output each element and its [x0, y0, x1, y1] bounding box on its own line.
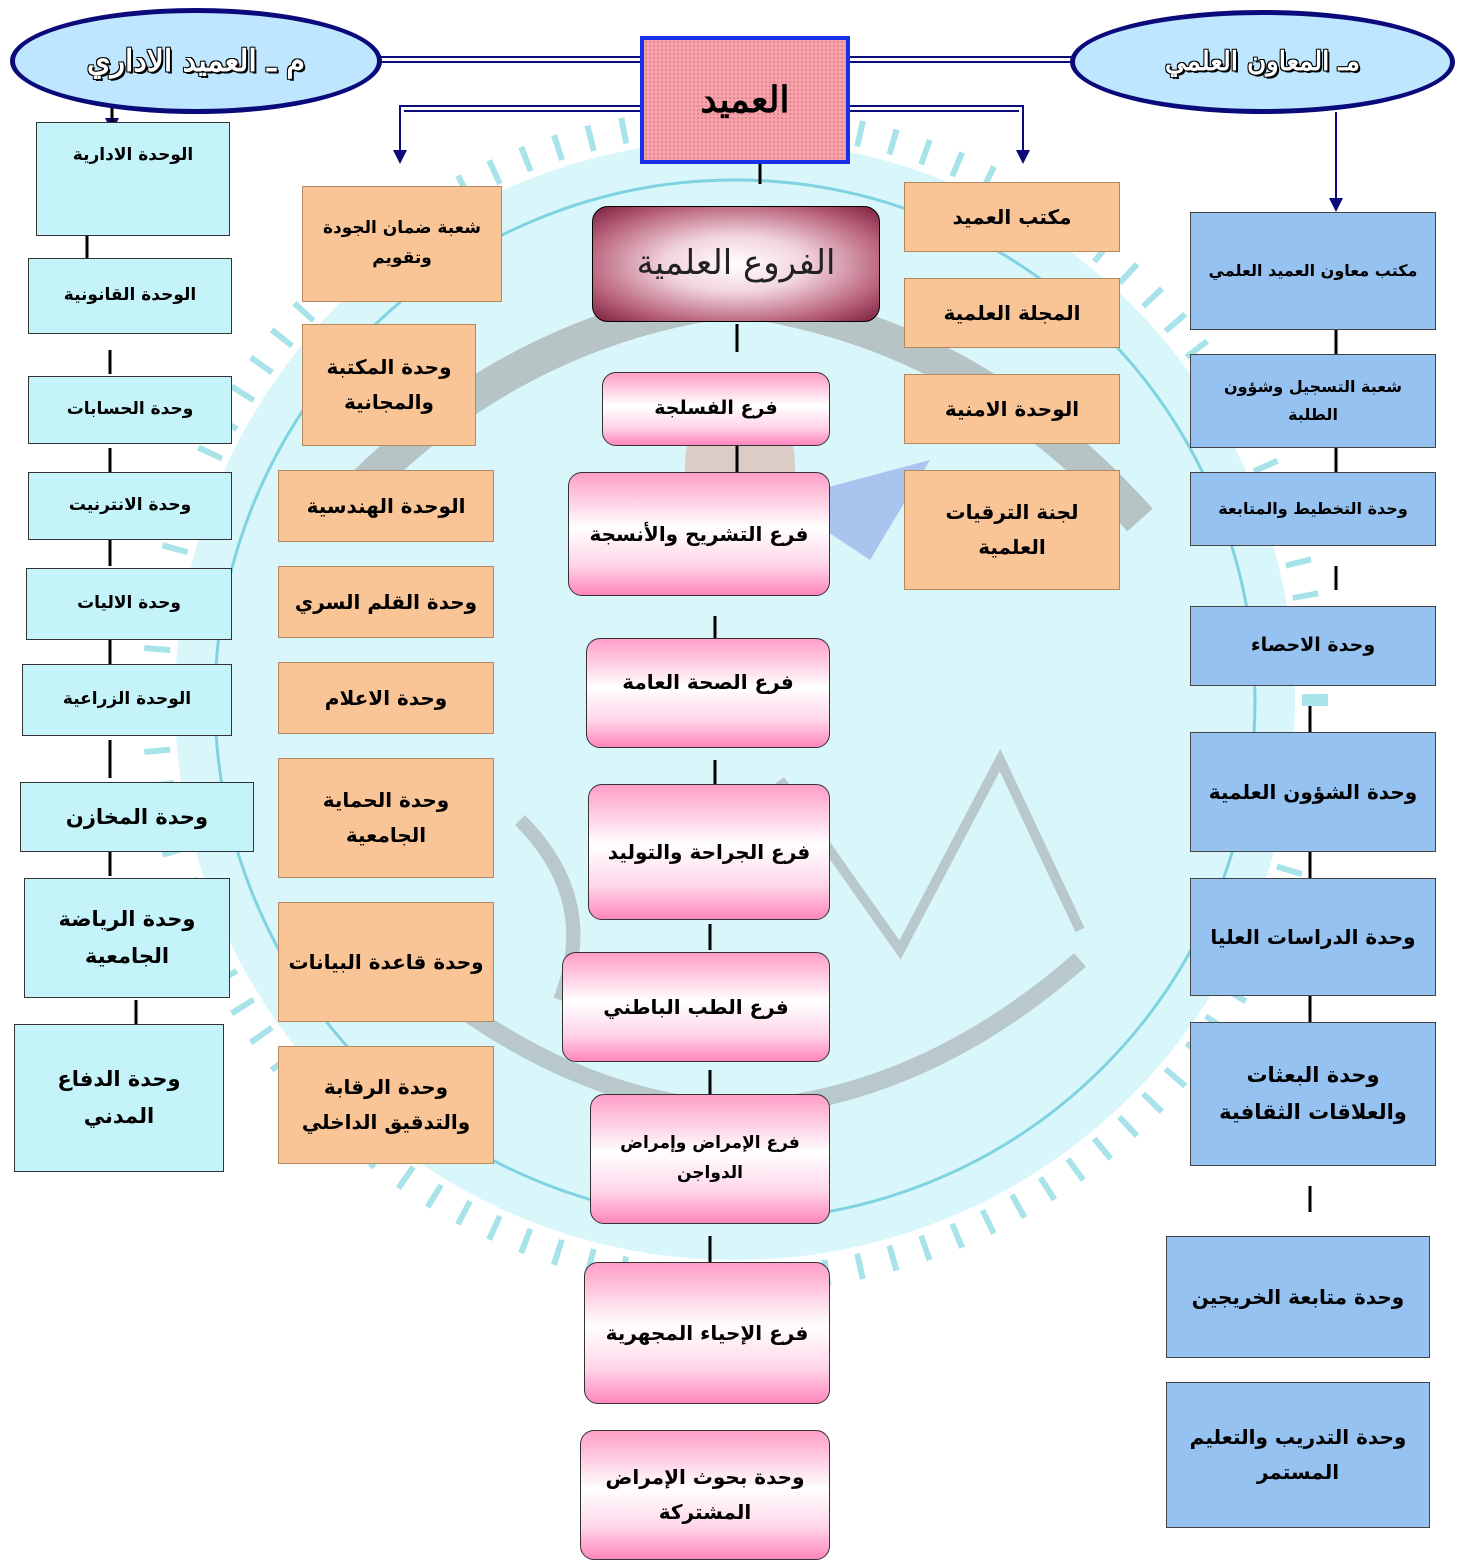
- dean-unit-label: وحدة الرقابة والتدقيق الداخلي: [301, 1075, 471, 1134]
- science-assistant-label: مـ المعاون العلمي: [1165, 47, 1360, 77]
- admin-unit-label: الوحدة القانونية: [63, 285, 197, 306]
- branches-title-box: الفروع العلمية: [592, 206, 880, 322]
- science-unit-box: وحدة التخطيط والمتابعة: [1190, 472, 1436, 546]
- science-unit-box: شعبة التسجيل وشؤون الطلبة: [1190, 354, 1436, 448]
- branch-label: فرع الإمراض وإمراض الدواجن: [620, 1133, 800, 1183]
- dean-label: العميد: [700, 78, 790, 121]
- admin-unit-box: وحدة الرياضة الجامعية: [24, 878, 230, 998]
- science-unit-label: شعبة التسجيل وشؤون الطلبة: [1223, 377, 1403, 424]
- branch-box: فرع الفسلجة: [602, 372, 830, 446]
- science-unit-label: مكتب معاون العميد العلمي: [1208, 261, 1418, 280]
- dean-unit-label: وحدة المكتبة والمجانية: [326, 355, 452, 414]
- branch-label: فرع الصحة العامة: [622, 670, 794, 694]
- dean-unit-label: شعبة ضمان الجودة وتقويم: [323, 218, 481, 268]
- dean-unit-label: وحدة الاعلام: [324, 685, 448, 710]
- dean-unit-box: وحدة قاعدة البيانات: [278, 902, 494, 1022]
- science-unit-label: وحدة التدريب والتعليم المستمر: [1189, 1425, 1407, 1484]
- branch-box: وحدة بحوث الإمراض المشتركة: [580, 1430, 830, 1560]
- admin-unit-box: وحدة الانترنيت: [28, 472, 232, 540]
- dean-unit-box: الوحدة الامنية: [904, 374, 1120, 444]
- dean-unit-label: وحدة الحماية الجامعية: [322, 788, 450, 847]
- admin-unit-box: الوحدة الزراعية: [22, 664, 232, 736]
- science-unit-box: وحدة الاحصاء: [1190, 606, 1436, 686]
- science-unit-label: وحدة الدراسات العليا: [1210, 924, 1416, 949]
- admin-unit-label: وحدة الرياضة الجامعية: [58, 907, 196, 968]
- admin-unit-box: وحدة الحسابات: [28, 376, 232, 444]
- admin-unit-box: وحدة الدفاع المدني: [14, 1024, 224, 1172]
- science-assistant-ellipse: مـ المعاون العلمي: [1070, 10, 1455, 114]
- science-unit-label: وحدة متابعة الخريجين: [1191, 1284, 1405, 1309]
- admin-assistant-ellipse: م ـ العميد الاداري: [10, 8, 382, 114]
- branch-label: فرع الفسلجة: [654, 397, 778, 420]
- dean-unit-box: وحدة الرقابة والتدقيق الداخلي: [278, 1046, 494, 1164]
- admin-unit-label: وحدة الحسابات: [66, 399, 194, 420]
- science-unit-box: وحدة الدراسات العليا: [1190, 878, 1436, 996]
- admin-unit-label: وحدة المخازن: [65, 804, 209, 829]
- branch-box: فرع الصحة العامة: [586, 638, 830, 748]
- dean-unit-label: الوحدة الامنية: [944, 396, 1080, 421]
- dean-unit-label: مكتب العميد: [952, 204, 1072, 229]
- branch-box: فرع الطب الباطني: [562, 952, 830, 1062]
- dean-unit-box: المجلة العلمية: [904, 278, 1120, 348]
- admin-unit-box: الوحدة القانونية: [28, 258, 232, 334]
- dean-unit-box: وحدة الاعلام: [278, 662, 494, 734]
- dean-unit-label: لجنة الترقيات العلمية: [945, 500, 1079, 559]
- dean-box: العميد: [640, 36, 850, 164]
- admin-unit-box: وحدة الاليات: [26, 568, 232, 640]
- dean-unit-label: الوحدة الهندسية: [306, 493, 466, 518]
- science-unit-label: وحدة التخطيط والمتابعة: [1218, 499, 1408, 518]
- dean-unit-box: شعبة ضمان الجودة وتقويم: [302, 186, 502, 302]
- branch-label: فرع الجراحة والتوليد: [607, 839, 811, 864]
- dean-unit-box: مكتب العميد: [904, 182, 1120, 252]
- branches-title: الفروع العلمية: [636, 243, 836, 284]
- branch-box: فرع التشريح والأنسجة: [568, 472, 830, 596]
- branch-label: فرع التشريح والأنسجة: [589, 521, 809, 546]
- dean-unit-box: وحدة الحماية الجامعية: [278, 758, 494, 878]
- science-unit-box: وحدة الشؤون العلمية: [1190, 732, 1436, 852]
- admin-unit-box: وحدة المخازن: [20, 782, 254, 852]
- admin-unit-label: وحدة الاليات: [77, 593, 181, 614]
- dean-unit-label: المجلة العلمية: [943, 300, 1081, 325]
- science-unit-box: مكتب معاون العميد العلمي: [1190, 212, 1436, 330]
- branch-label: فرع الطب الباطني: [603, 994, 789, 1019]
- admin-assistant-label: م ـ العميد الاداري: [87, 43, 305, 79]
- admin-unit-label: وحدة الانترنيت: [68, 495, 192, 516]
- admin-unit-label: وحدة الدفاع المدني: [57, 1067, 181, 1128]
- science-unit-label: وحدة البعثات والعلاقات الثقافية: [1219, 1063, 1407, 1124]
- branch-box: فرع الجراحة والتوليد: [588, 784, 830, 920]
- dean-unit-box: الوحدة الهندسية: [278, 470, 494, 542]
- science-unit-box: وحدة متابعة الخريجين: [1166, 1236, 1430, 1358]
- branch-label: وحدة بحوث الإمراض المشتركة: [605, 1465, 805, 1524]
- dean-unit-box: لجنة الترقيات العلمية: [904, 470, 1120, 590]
- admin-unit-label: الوحدة الادارية: [72, 145, 194, 165]
- dean-unit-box: وحدة المكتبة والمجانية: [302, 324, 476, 446]
- dean-unit-label: وحدة قاعدة البيانات: [288, 949, 484, 974]
- science-unit-box: وحدة التدريب والتعليم المستمر: [1166, 1382, 1430, 1528]
- dean-unit-label: وحدة القلم السري: [294, 589, 478, 614]
- branch-label: فرع الإحياء المجهرية: [605, 1320, 809, 1345]
- admin-unit-box: الوحدة الادارية: [36, 122, 230, 236]
- branch-box: فرع الإحياء المجهرية: [584, 1262, 830, 1404]
- dean-unit-box: وحدة القلم السري: [278, 566, 494, 638]
- science-unit-box: وحدة البعثات والعلاقات الثقافية: [1190, 1022, 1436, 1166]
- admin-unit-label: الوحدة الزراعية: [62, 689, 192, 710]
- science-unit-label: وحدة الاحصاء: [1250, 634, 1376, 657]
- branch-box: فرع الإمراض وإمراض الدواجن: [590, 1094, 830, 1224]
- science-unit-label: وحدة الشؤون العلمية: [1208, 779, 1418, 804]
